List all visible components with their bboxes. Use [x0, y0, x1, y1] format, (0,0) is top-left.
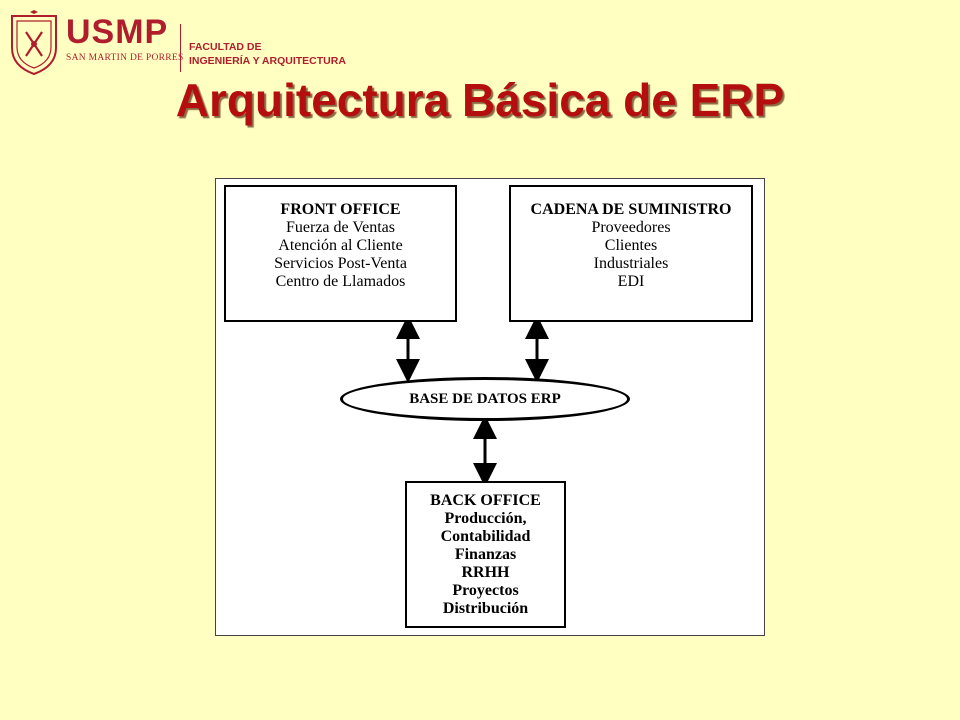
- back-office-box: BACK OFFICE Producción, Contabilidad Fin…: [405, 481, 566, 628]
- back-office-item: Producción,: [444, 510, 527, 527]
- erp-architecture-diagram: FRONT OFFICE Fuerza de Ventas Atención a…: [215, 178, 765, 636]
- supply-chain-item: Industriales: [593, 255, 669, 272]
- front-office-heading: FRONT OFFICE: [280, 201, 401, 218]
- back-office-item: Distribución: [442, 600, 529, 617]
- front-office-item: Servicios Post-Venta: [274, 255, 407, 272]
- logo-university-name: SAN MARTIN DE PORRES: [66, 53, 184, 63]
- back-office-item: Contabilidad: [440, 528, 531, 545]
- back-office-item: RRHH: [461, 564, 510, 581]
- back-office-heading: BACK OFFICE: [430, 492, 541, 509]
- front-office-item: Atención al Cliente: [278, 237, 403, 254]
- supply-chain-item: Proveedores: [591, 219, 671, 236]
- logo-divider: [180, 24, 181, 72]
- front-office-item: Centro de Llamados: [275, 273, 406, 290]
- front-office-box: FRONT OFFICE Fuerza de Ventas Atención a…: [224, 185, 457, 322]
- logo-wordmark: USMP: [66, 13, 169, 51]
- erp-database-ellipse: BASE DE DATOS ERP: [340, 377, 630, 421]
- logo-faculty: FACULTAD DE INGENIERÍA Y ARQUITECTURA: [189, 40, 346, 68]
- university-seal-icon: [11, 10, 57, 76]
- back-office-item: Finanzas: [454, 546, 517, 563]
- usmp-logo: USMP SAN MARTIN DE PORRES FACULTAD DE IN…: [8, 10, 368, 82]
- supply-chain-heading: CADENA DE SUMINISTRO: [530, 201, 732, 218]
- supply-chain-item: Clientes: [604, 237, 658, 254]
- erp-database-label: BASE DE DATOS ERP: [409, 390, 561, 407]
- supply-chain-box: CADENA DE SUMINISTRO Proveedores Cliente…: [509, 185, 753, 322]
- supply-chain-item: EDI: [617, 273, 645, 290]
- diagram-arrows: [396, 315, 549, 487]
- front-office-item: Fuerza de Ventas: [286, 219, 395, 236]
- slide-title: Arquitectura Básica de ERP: [175, 74, 785, 126]
- back-office-item: Proyectos: [452, 582, 519, 599]
- logo-faculty-line1: FACULTAD DE: [189, 41, 262, 53]
- logo-faculty-line2: INGENIERÍA Y ARQUITECTURA: [189, 55, 346, 67]
